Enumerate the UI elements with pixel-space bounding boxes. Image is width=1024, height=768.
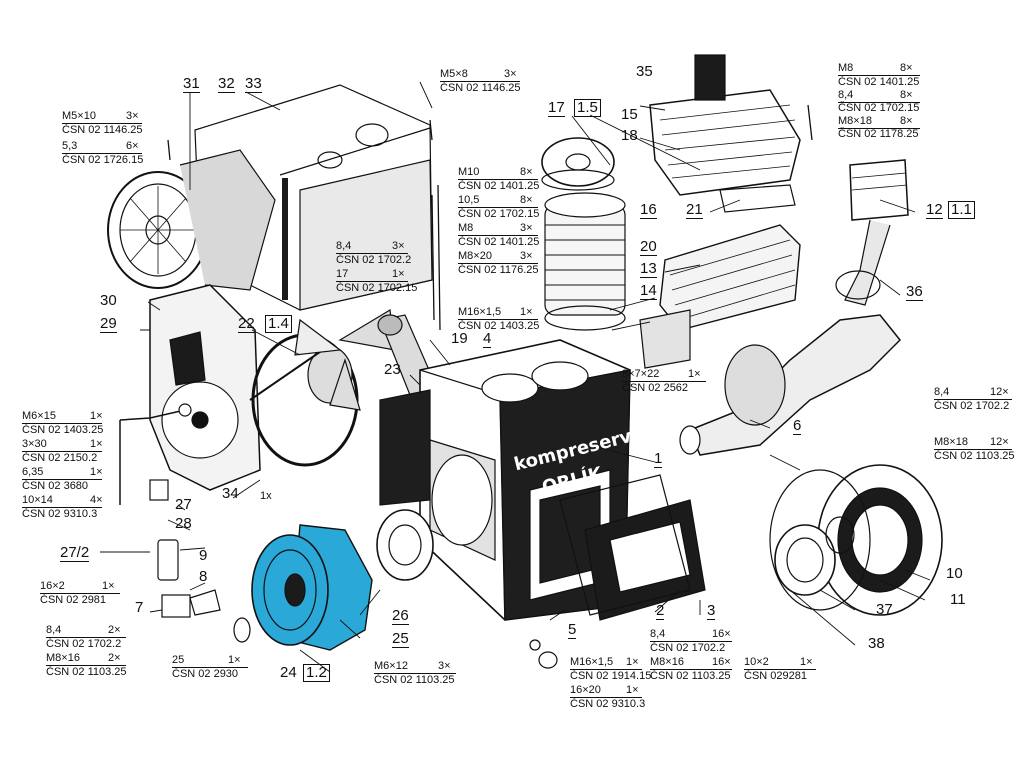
part-label: 1 xyxy=(654,450,663,468)
studs xyxy=(167,104,813,331)
part-label: 26 xyxy=(392,607,409,625)
bearing-cover xyxy=(769,464,943,616)
part-label: 29 xyxy=(100,315,117,333)
part-label: 10 xyxy=(946,565,963,582)
part-label: 31 xyxy=(183,75,200,93)
part-label: 35 xyxy=(636,63,653,80)
part-label: 23 xyxy=(384,361,401,378)
part-label: 19 xyxy=(451,330,468,347)
part-label: 18 xyxy=(621,127,638,144)
part-label: 20 xyxy=(640,238,657,256)
part-label: 16 xyxy=(640,201,657,219)
bearing-26 xyxy=(376,509,434,581)
front-cover-highlighted xyxy=(233,524,373,651)
small-parts-left xyxy=(119,403,221,618)
part-label: 2 xyxy=(656,602,665,620)
part-label: 14 xyxy=(640,282,657,300)
part-label: 5 xyxy=(568,621,577,639)
part-label: 7 xyxy=(135,599,144,616)
part-label: 8 xyxy=(199,568,208,585)
part-label: 38 xyxy=(868,635,885,652)
side-cover xyxy=(559,474,706,621)
part-label: 12 xyxy=(926,201,943,219)
leader-lines xyxy=(100,81,931,673)
part-label: 13 xyxy=(640,260,657,278)
belt-guard xyxy=(149,284,261,491)
part-label: 21 xyxy=(686,201,703,219)
part-label: 30 xyxy=(100,292,117,309)
part-label: 27 xyxy=(175,496,192,513)
gasket xyxy=(719,184,796,213)
part-label: 32 xyxy=(218,75,235,93)
part-label: 34 xyxy=(222,485,239,502)
fan-grille xyxy=(107,149,276,291)
part-label: 4 xyxy=(483,330,492,348)
valve-disc xyxy=(541,137,615,191)
part-label: 3 xyxy=(707,602,716,620)
part-label: 11 xyxy=(950,591,966,608)
part-label: 27/2 xyxy=(60,544,90,562)
cylinder-block xyxy=(544,192,626,331)
part-label: 15 xyxy=(621,106,638,123)
part-label: 36 xyxy=(906,283,923,301)
part-label: 17 xyxy=(548,99,565,117)
piston-rod xyxy=(835,159,909,306)
part-label: 25 xyxy=(392,630,409,648)
bearing-37 xyxy=(774,516,855,596)
part-label: 33 xyxy=(245,75,262,93)
part-quantity: 1x xyxy=(260,490,272,502)
part-quantity-box: 1.1 xyxy=(948,201,975,219)
part-label: 9 xyxy=(199,547,208,564)
intercooler xyxy=(639,224,801,369)
crankshaft xyxy=(679,314,902,456)
part-quantity-box: 1.5 xyxy=(574,99,601,117)
part-label: 22 xyxy=(238,315,255,333)
drain-plug xyxy=(529,639,558,669)
part-label: 6 xyxy=(793,417,802,435)
part-label: 28 xyxy=(175,515,192,532)
part-label: 37 xyxy=(876,601,893,618)
part-quantity-box: 1.4 xyxy=(265,315,292,333)
part-label: 24 xyxy=(280,664,297,681)
cylinder-head xyxy=(649,54,801,196)
part-quantity-box: 1.2 xyxy=(303,664,330,682)
